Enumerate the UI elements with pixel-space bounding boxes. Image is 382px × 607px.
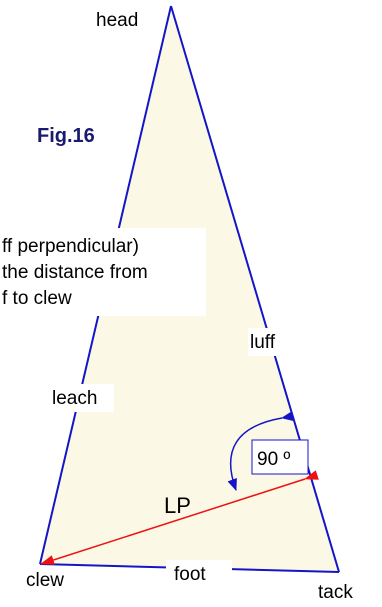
figure-title: Fig.16 (37, 125, 95, 147)
clew-label: clew (26, 570, 64, 591)
annotation-box (0, 228, 206, 316)
annotation-line-3: f to clew (2, 288, 72, 309)
angle-label: 90 º (257, 449, 290, 470)
annotation-line-1: ff perpendicular) (2, 236, 139, 257)
foot-label: foot (174, 564, 206, 585)
tack-label: tack (318, 582, 353, 603)
luff-label: luff (250, 332, 276, 353)
leach-label: leach (52, 388, 97, 409)
lp-arrow (40, 470, 319, 565)
head-label: head (96, 10, 138, 31)
annotation-line-2: the distance from (2, 262, 148, 283)
lp-label: LP (164, 493, 191, 518)
